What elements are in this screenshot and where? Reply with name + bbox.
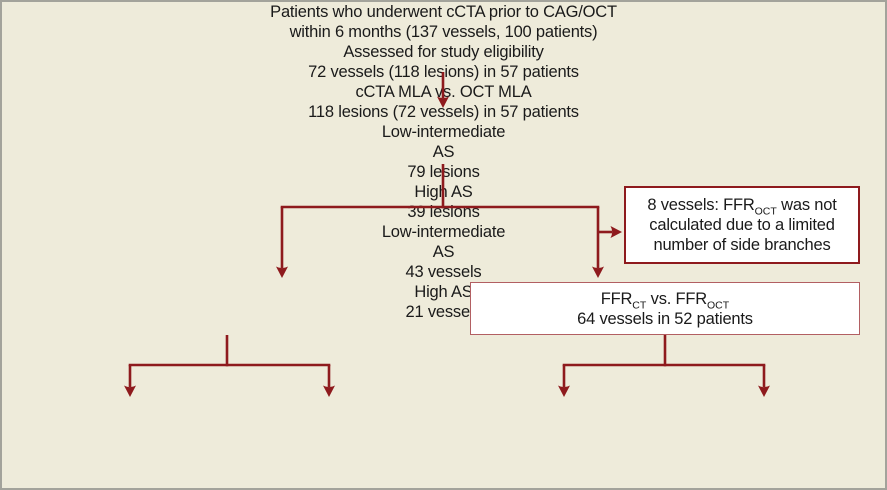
text-line: calculated due to a limited bbox=[649, 216, 835, 234]
text-line: AS bbox=[432, 143, 455, 161]
text-line: 118 lesions (72 vessels) in 57 patients bbox=[308, 103, 579, 121]
text-line: Low-intermediate bbox=[381, 223, 506, 241]
text-line: 8 vessels: FFROCT was not bbox=[647, 195, 837, 218]
text-line: number of side branches bbox=[653, 236, 831, 254]
subscript-text: CT bbox=[632, 298, 647, 311]
box-ffr-comparison: FFRCT vs. FFROCT 64 vessels in 52 patien… bbox=[470, 282, 860, 335]
text-line: High AS bbox=[414, 283, 473, 301]
text-line: Patients who underwent cCTA prior to CAG… bbox=[270, 3, 617, 21]
subscript-text: OCT bbox=[754, 205, 777, 218]
text-segment: 8 vessels: FFR bbox=[647, 196, 755, 214]
text-line: 21 vessels bbox=[405, 303, 482, 321]
text-line: within 6 months (137 vessels, 100 patien… bbox=[289, 23, 598, 41]
subscript-text: OCT bbox=[707, 298, 730, 311]
text-line: 64 vessels in 52 patients bbox=[577, 309, 753, 328]
text-line: FFRCT vs. FFROCT bbox=[600, 289, 730, 311]
text-line: AS bbox=[432, 243, 455, 261]
text-line: Low-intermediate bbox=[381, 123, 506, 141]
text-segment: FFR bbox=[600, 289, 633, 308]
text-line: Assessed for study eligibility bbox=[343, 43, 544, 61]
text-line: 43 vessels bbox=[405, 263, 482, 281]
box-exclusion: 8 vessels: FFROCT was not calculated due… bbox=[624, 186, 860, 264]
text-segment: was not bbox=[776, 196, 837, 214]
text-segment: vs. FFR bbox=[646, 289, 708, 308]
